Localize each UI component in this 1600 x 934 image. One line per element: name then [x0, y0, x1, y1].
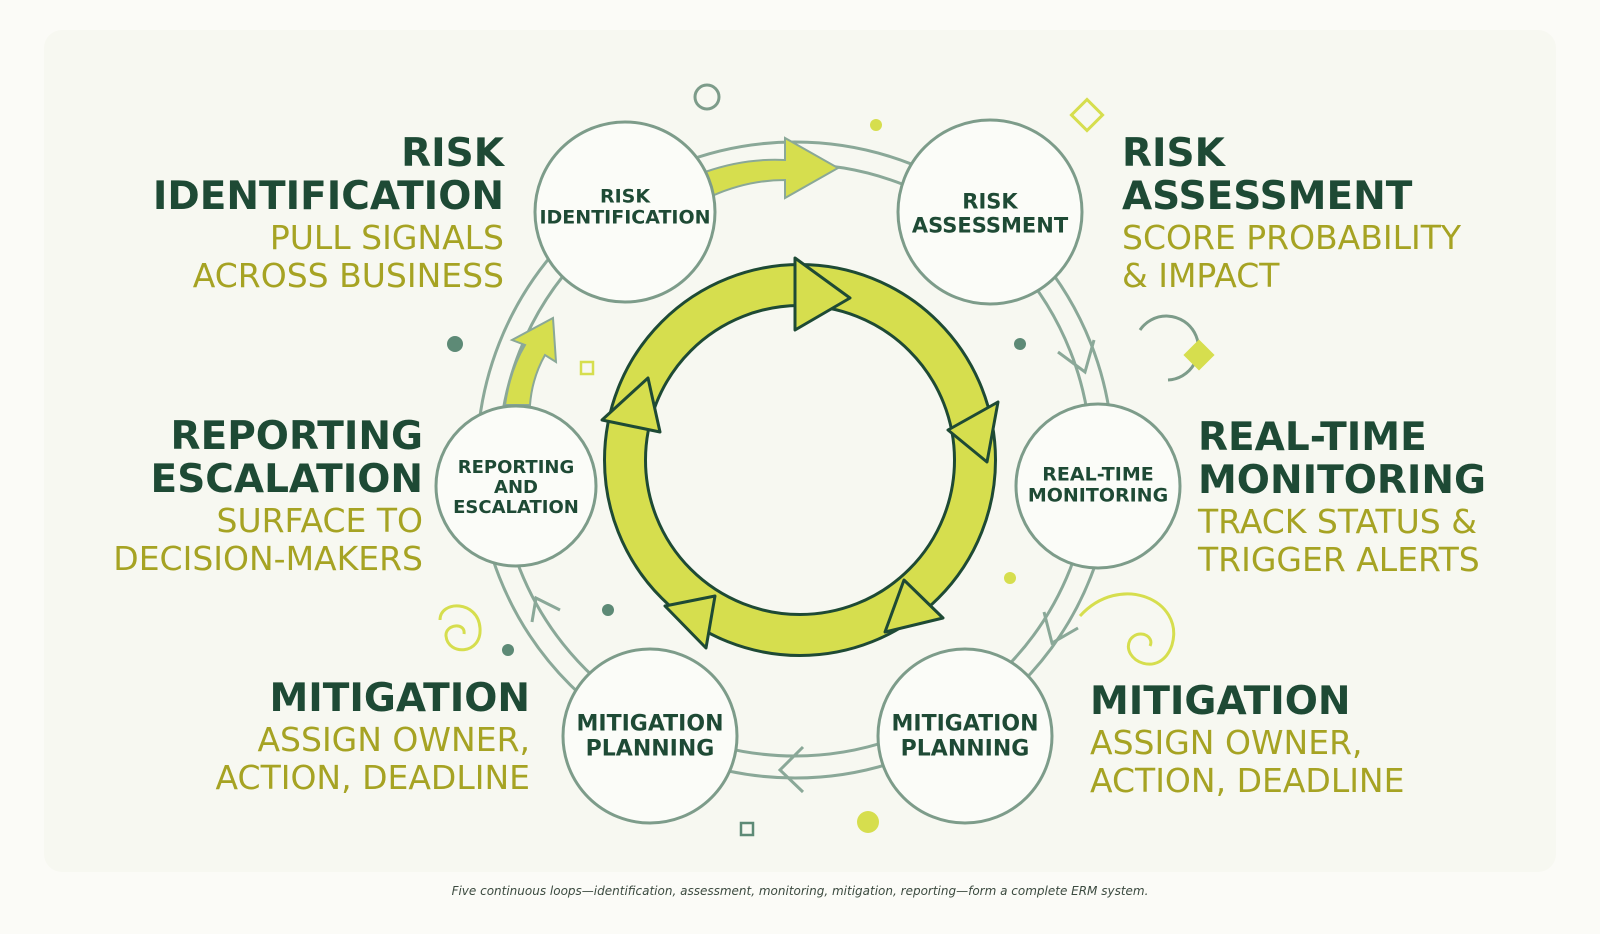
ring-arrow-left-lower — [530, 595, 561, 623]
inner-ring-hole — [648, 308, 952, 612]
label-reporting: REPORTING ESCALATION SURFACE TO DECISION… — [113, 414, 423, 578]
deco-dot-bottom — [857, 811, 879, 833]
deco-diamond-right — [1183, 339, 1215, 371]
inner-cycle-arrow — [600, 256, 1000, 657]
inner-arrowhead-bottom-left — [663, 594, 717, 650]
node-circle-monitoring — [1014, 402, 1182, 570]
deco-dot-top — [870, 119, 882, 131]
deco-dot-right — [1014, 338, 1026, 350]
inner-arrowhead-left — [600, 376, 662, 434]
inner-arrowhead-right — [946, 400, 1000, 464]
circle-label-mitigation-right: MITIGATION PLANNING — [891, 711, 1039, 761]
circle-label-assessment: RISK ASSESSMENT — [911, 189, 1069, 237]
node-circle-mitigation-right — [876, 647, 1054, 825]
label-assessment: RISK ASSESSMENT SCORE PROBABILITY & IMPA… — [1122, 131, 1462, 295]
label-mitigation-right: MITIGATION ASSIGN OWNER, ACTION, DEADLIN… — [1090, 679, 1405, 800]
deco-arc-right — [1138, 314, 1200, 382]
deco-spiral-right — [1078, 592, 1176, 666]
deco-ring-top — [693, 83, 721, 111]
ring-arrow-right-upper — [1057, 339, 1096, 375]
deco-dot-bottom-left-1 — [602, 604, 614, 616]
arrow-reporting-to-identification — [503, 316, 558, 406]
circle-label-reporting: REPORTING AND ESCALATION — [453, 456, 579, 519]
label-identification: RISK IDENTIFICATION PULL SIGNALS ACROSS … — [152, 131, 504, 295]
deco-square-left — [579, 360, 595, 376]
circle-label-monitoring: REAL-TIME MONITORING — [1027, 463, 1169, 507]
ring-arrow-right-lower — [1042, 611, 1079, 646]
deco-dot-bottom-left-2 — [502, 644, 514, 656]
node-circle-reporting — [434, 404, 598, 568]
node-circle-identification — [533, 120, 717, 304]
label-mitigation-left: MITIGATION ASSIGN OWNER, ACTION, DEADLIN… — [215, 676, 530, 797]
node-circle-mitigation-left — [561, 647, 739, 825]
label-monitoring: REAL-TIME MONITORING TRACK STATUS & TRIG… — [1198, 415, 1487, 579]
deco-dot-right-lower — [1004, 572, 1016, 584]
node-circle-assessment — [896, 118, 1084, 306]
arrow-identification-to-assessment — [703, 136, 841, 200]
inner-arrowhead-top — [793, 256, 852, 332]
figure-caption: Five continuous loops—identification, as… — [451, 884, 1149, 898]
circle-label-mitigation-left: MITIGATION PLANNING — [576, 711, 724, 761]
deco-spiral-left — [438, 604, 482, 652]
inner-arrowhead-bottom-right — [883, 578, 945, 634]
ring-arrow-bottom — [777, 745, 805, 794]
deco-diamond-top-right — [1069, 97, 1105, 133]
deco-square-bottom — [739, 821, 755, 837]
circle-label-identification: RISK IDENTIFICATION — [539, 185, 711, 229]
deco-dot-left — [447, 336, 463, 352]
